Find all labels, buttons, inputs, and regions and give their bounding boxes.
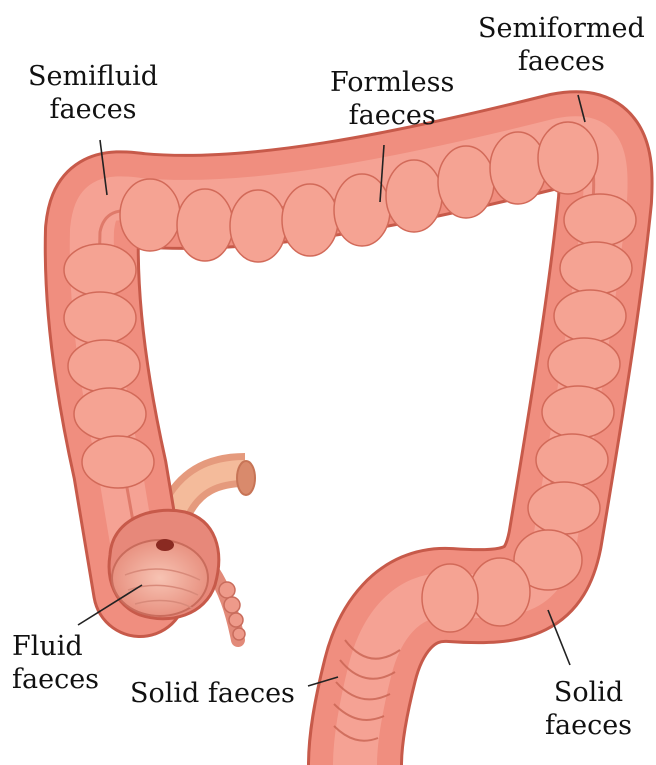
label-semifluid-line2: faeces	[28, 93, 158, 126]
label-formless-line1: Formless	[330, 66, 454, 99]
label-solid-right-line1: Solid	[545, 676, 632, 709]
label-formless: Formless faeces	[330, 66, 454, 132]
label-solid-right-line2: faeces	[545, 709, 632, 742]
label-semiformed: Semiformed faeces	[478, 12, 645, 78]
ileum	[175, 461, 255, 512]
label-semiformed-line1: Semiformed	[478, 12, 645, 45]
label-fluid-line2: faeces	[12, 663, 99, 696]
label-semifluid-line1: Semifluid	[28, 60, 158, 93]
label-fluid-line1: Fluid	[12, 630, 99, 663]
label-solid-right: Solid faeces	[545, 676, 632, 742]
label-semiformed-line2: faeces	[478, 45, 645, 78]
label-formless-line2: faeces	[330, 99, 454, 132]
label-fluid: Fluid faeces	[12, 630, 99, 696]
label-solid-left: Solid faeces	[130, 677, 295, 710]
label-semifluid: Semifluid faeces	[28, 60, 158, 126]
cecum	[109, 510, 219, 618]
label-solid-left-line1: Solid faeces	[130, 677, 295, 710]
